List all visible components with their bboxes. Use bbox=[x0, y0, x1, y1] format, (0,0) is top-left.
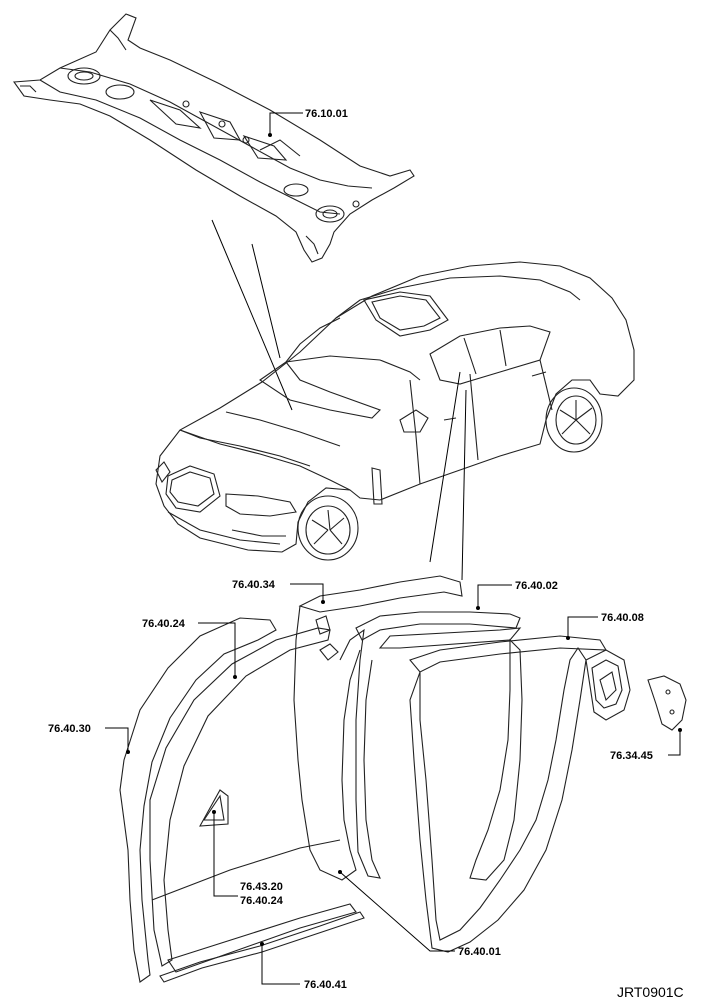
callout-76-10-01: 76.10.01 bbox=[305, 108, 348, 120]
cowl-panel-drawing bbox=[12, 13, 415, 263]
seals-drawing bbox=[119, 575, 687, 983]
callout-76-40-34: 76.40.34 bbox=[232, 579, 276, 591]
callout-76-40-08: 76.40.08 bbox=[601, 612, 644, 624]
callout-76-40-24-top: 76.40.24 bbox=[142, 618, 186, 630]
callout-76-40-30: 76.40.30 bbox=[48, 723, 91, 735]
car-drawing bbox=[155, 261, 635, 561]
leader-lines bbox=[105, 112, 682, 985]
callout-76-40-01: 76.40.01 bbox=[458, 946, 501, 958]
callout-76-34-45: 76.34.45 bbox=[610, 750, 653, 762]
callout-76-40-41: 76.40.41 bbox=[304, 979, 347, 991]
callout-76-40-24-bottom: 76.40.24 bbox=[240, 895, 284, 907]
callout-76-40-02: 76.40.02 bbox=[515, 580, 558, 592]
callout-76-43-20: 76.43.20 bbox=[240, 881, 283, 893]
figure-id: JRT0901C bbox=[617, 984, 684, 1000]
